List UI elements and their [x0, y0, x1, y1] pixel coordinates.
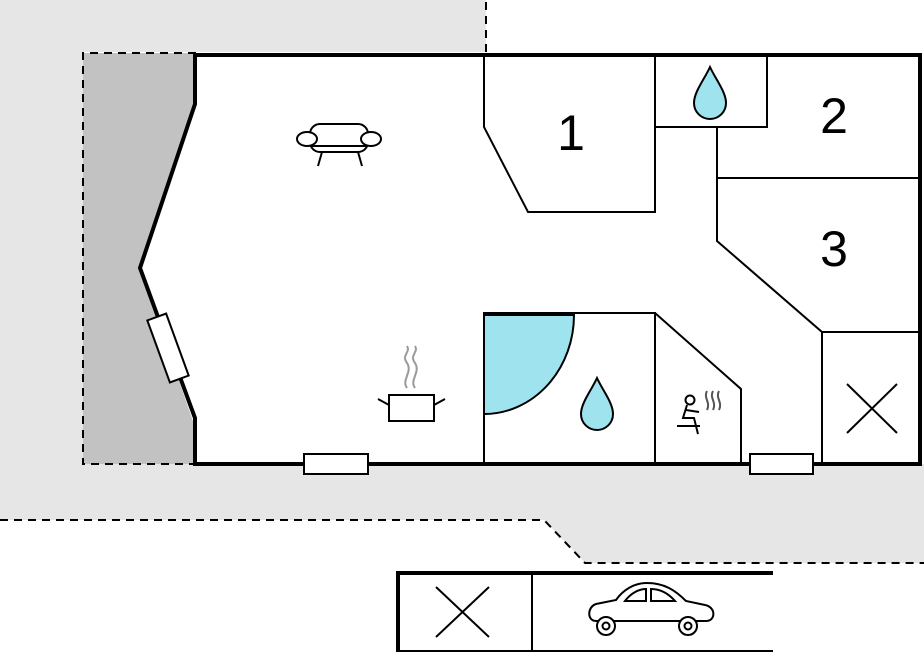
- sofa-icon: [296, 123, 382, 167]
- windows: [146, 312, 814, 475]
- cross-icon-garage: [435, 586, 490, 638]
- covered-terrace-outline: [82, 52, 196, 465]
- water-drop-icon: [692, 64, 728, 120]
- sauna-icon: [677, 390, 722, 435]
- terrace-outline: [0, 0, 924, 564]
- shower-quarter-circle-icon: [483, 314, 576, 416]
- window-left: [146, 312, 190, 384]
- water-drop-icon-lower: [579, 375, 615, 431]
- room-label-1: 1: [557, 105, 585, 161]
- room-label-3: 3: [820, 221, 848, 277]
- cross-icon: [846, 383, 898, 434]
- terrace-area: [0, 0, 924, 563]
- car-icon: [588, 581, 715, 636]
- garage: [396, 571, 773, 652]
- house-floor: [140, 55, 922, 464]
- cooking-pot-icon: [377, 345, 446, 422]
- room-label-2: 2: [820, 88, 848, 144]
- window-bottom-left: [303, 453, 369, 475]
- outer-wall: [137, 53, 922, 466]
- window-bottom-right: [749, 453, 814, 475]
